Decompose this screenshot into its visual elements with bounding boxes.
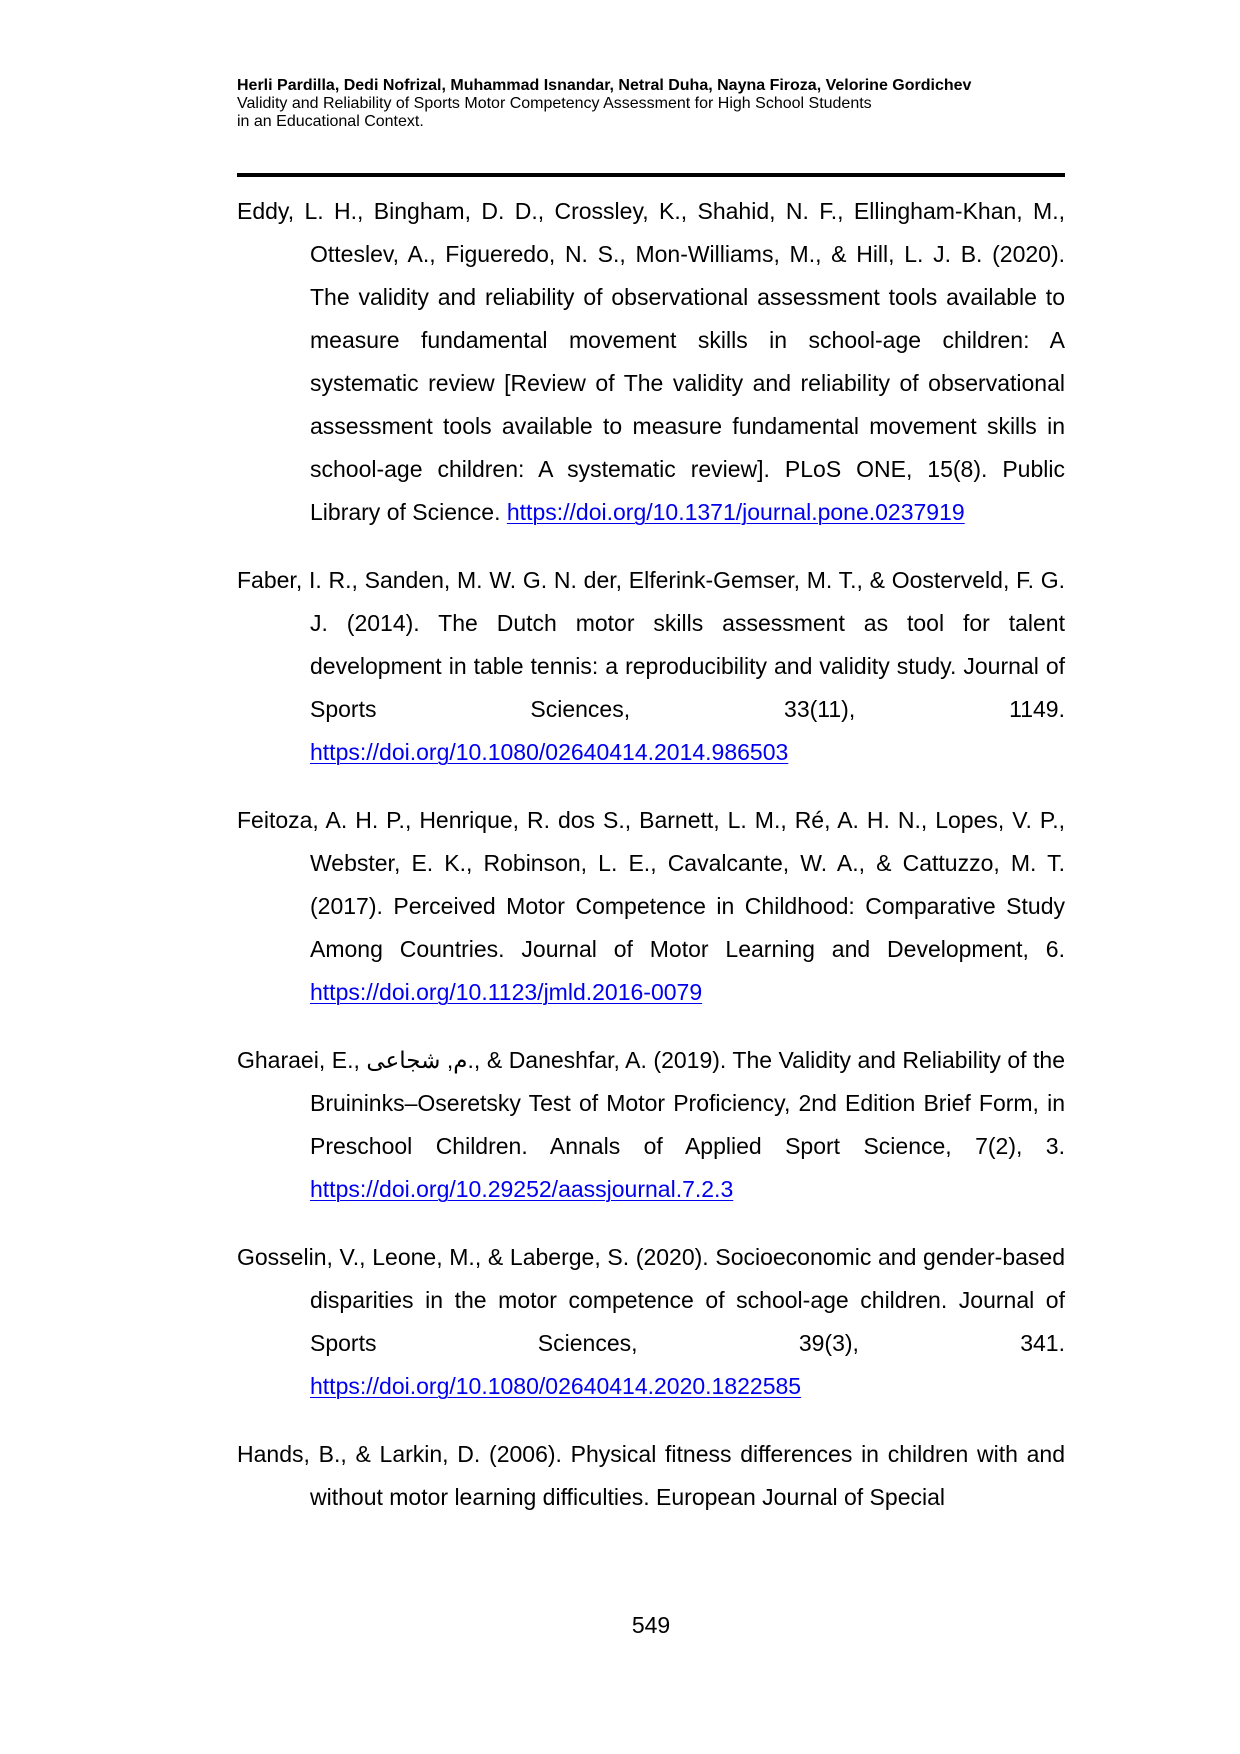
reference-item: Gharaei, E., م, شجاعی., & Daneshfar, A. … xyxy=(237,1039,1065,1211)
header-title-line-1: Validity and Reliability of Sports Motor… xyxy=(237,95,872,112)
reference-text: Gharaei, E., م, شجاعی., & Daneshfar, A. … xyxy=(237,1047,1065,1159)
reference-text: Hands, B., & Larkin, D. (2006). Physical… xyxy=(237,1441,1065,1510)
running-header: Herli Pardilla, Dedi Nofrizal, Muhammad … xyxy=(237,77,1065,131)
reference-list: Eddy, L. H., Bingham, D. D., Crossley, K… xyxy=(237,190,1065,1544)
reference-text: Eddy, L. H., Bingham, D. D., Crossley, K… xyxy=(237,198,1065,525)
header-authors: Herli Pardilla, Dedi Nofrizal, Muhammad … xyxy=(237,77,972,94)
reference-item: Hands, B., & Larkin, D. (2006). Physical… xyxy=(237,1433,1065,1519)
header-title-line-2: in an Educational Context. xyxy=(237,113,424,130)
doi-link[interactable]: https://doi.org/10.1123/jmld.2016-0079 xyxy=(310,979,703,1005)
doi-link[interactable]: https://doi.org/10.1080/02640414.2020.18… xyxy=(310,1373,802,1399)
page-number: 549 xyxy=(631,1612,671,1638)
reference-item: Feitoza, A. H. P., Henrique, R. dos S., … xyxy=(237,799,1065,1014)
doi-link[interactable]: https://doi.org/10.1371/journal.pone.023… xyxy=(506,499,965,525)
reference-text: Feitoza, A. H. P., Henrique, R. dos S., … xyxy=(237,807,1065,962)
header-divider xyxy=(237,173,1065,177)
reference-text: Gosselin, V., Leone, M., & Laberge, S. (… xyxy=(237,1244,1065,1356)
reference-text: Faber, I. R., Sanden, M. W. G. N. der, E… xyxy=(237,567,1065,722)
doi-link[interactable]: https://doi.org/10.29252/aassjournal.7.2… xyxy=(310,1176,734,1202)
reference-item: Gosselin, V., Leone, M., & Laberge, S. (… xyxy=(237,1236,1065,1408)
reference-item: Faber, I. R., Sanden, M. W. G. N. der, E… xyxy=(237,559,1065,774)
doi-link[interactable]: https://doi.org/10.1080/02640414.2014.98… xyxy=(310,739,789,765)
reference-item: Eddy, L. H., Bingham, D. D., Crossley, K… xyxy=(237,190,1065,534)
